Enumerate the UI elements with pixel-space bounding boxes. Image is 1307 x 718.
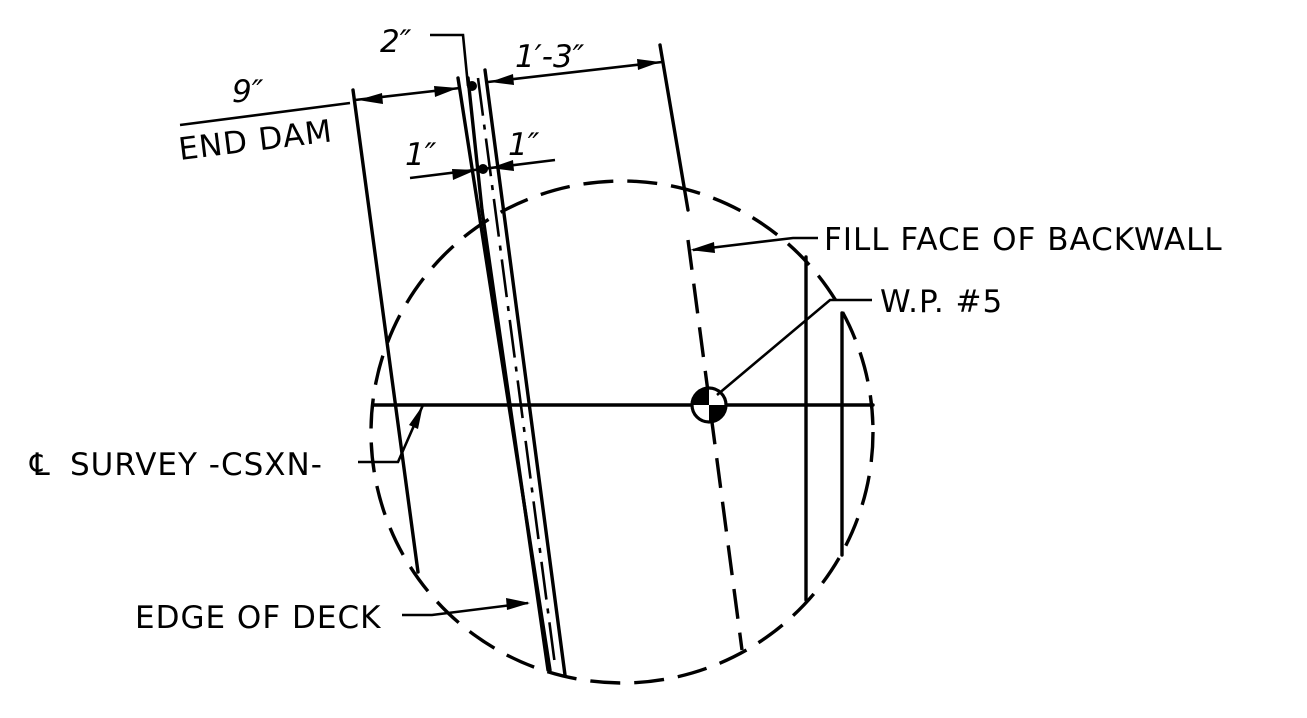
joint-line-2b [480, 208, 550, 672]
fill-face-leader [692, 236, 818, 252]
dim-13-label: 1′-3″ [515, 39, 585, 75]
dim-1-left-label: 1″ [405, 137, 437, 173]
centerline-symbol: ℄ [29, 447, 51, 483]
edge-deck-leader [402, 601, 529, 617]
dim-13-arrow-right [637, 59, 660, 70]
survey-label: SURVEY -CSXN- [70, 447, 323, 483]
edge-deck-arrow [506, 598, 530, 610]
dim-13-arrow-left [490, 74, 514, 85]
fill-face-label: FILL FACE OF BACKWALL [824, 222, 1223, 258]
dim-9-label: 9″ [232, 74, 264, 110]
dim-1-arrow-b [490, 160, 514, 171]
detail-circle [369, 179, 875, 685]
dim-13-line [487, 60, 663, 84]
work-point-symbol [690, 386, 728, 424]
dim-2-label: 2″ [380, 24, 412, 60]
wp-leader [716, 298, 872, 396]
backwall-upper [658, 43, 690, 212]
end-dam-line [351, 88, 420, 574]
backwall-face [686, 239, 744, 651]
dim-1-arrow-a [452, 169, 476, 180]
joint-centerline [476, 77, 557, 666]
fill-face-arrow [690, 242, 715, 253]
dim-9-arrow-right [434, 86, 458, 97]
wp-label: W.P. #5 [880, 284, 1003, 320]
end-dam-underline [179, 101, 351, 127]
joint-line-2 [466, 76, 484, 212]
joint-dot-mid [478, 164, 488, 174]
dim-9-arrow-left [358, 93, 383, 104]
dim-2-leader [430, 33, 470, 87]
joint-dot-top [467, 81, 477, 91]
edge-of-deck-label: EDGE OF DECK [135, 600, 381, 636]
survey-leader [358, 404, 425, 464]
joint-line-3 [483, 68, 567, 677]
survey-arrow [409, 405, 423, 429]
dim-1-right-label: 1″ [508, 127, 540, 163]
